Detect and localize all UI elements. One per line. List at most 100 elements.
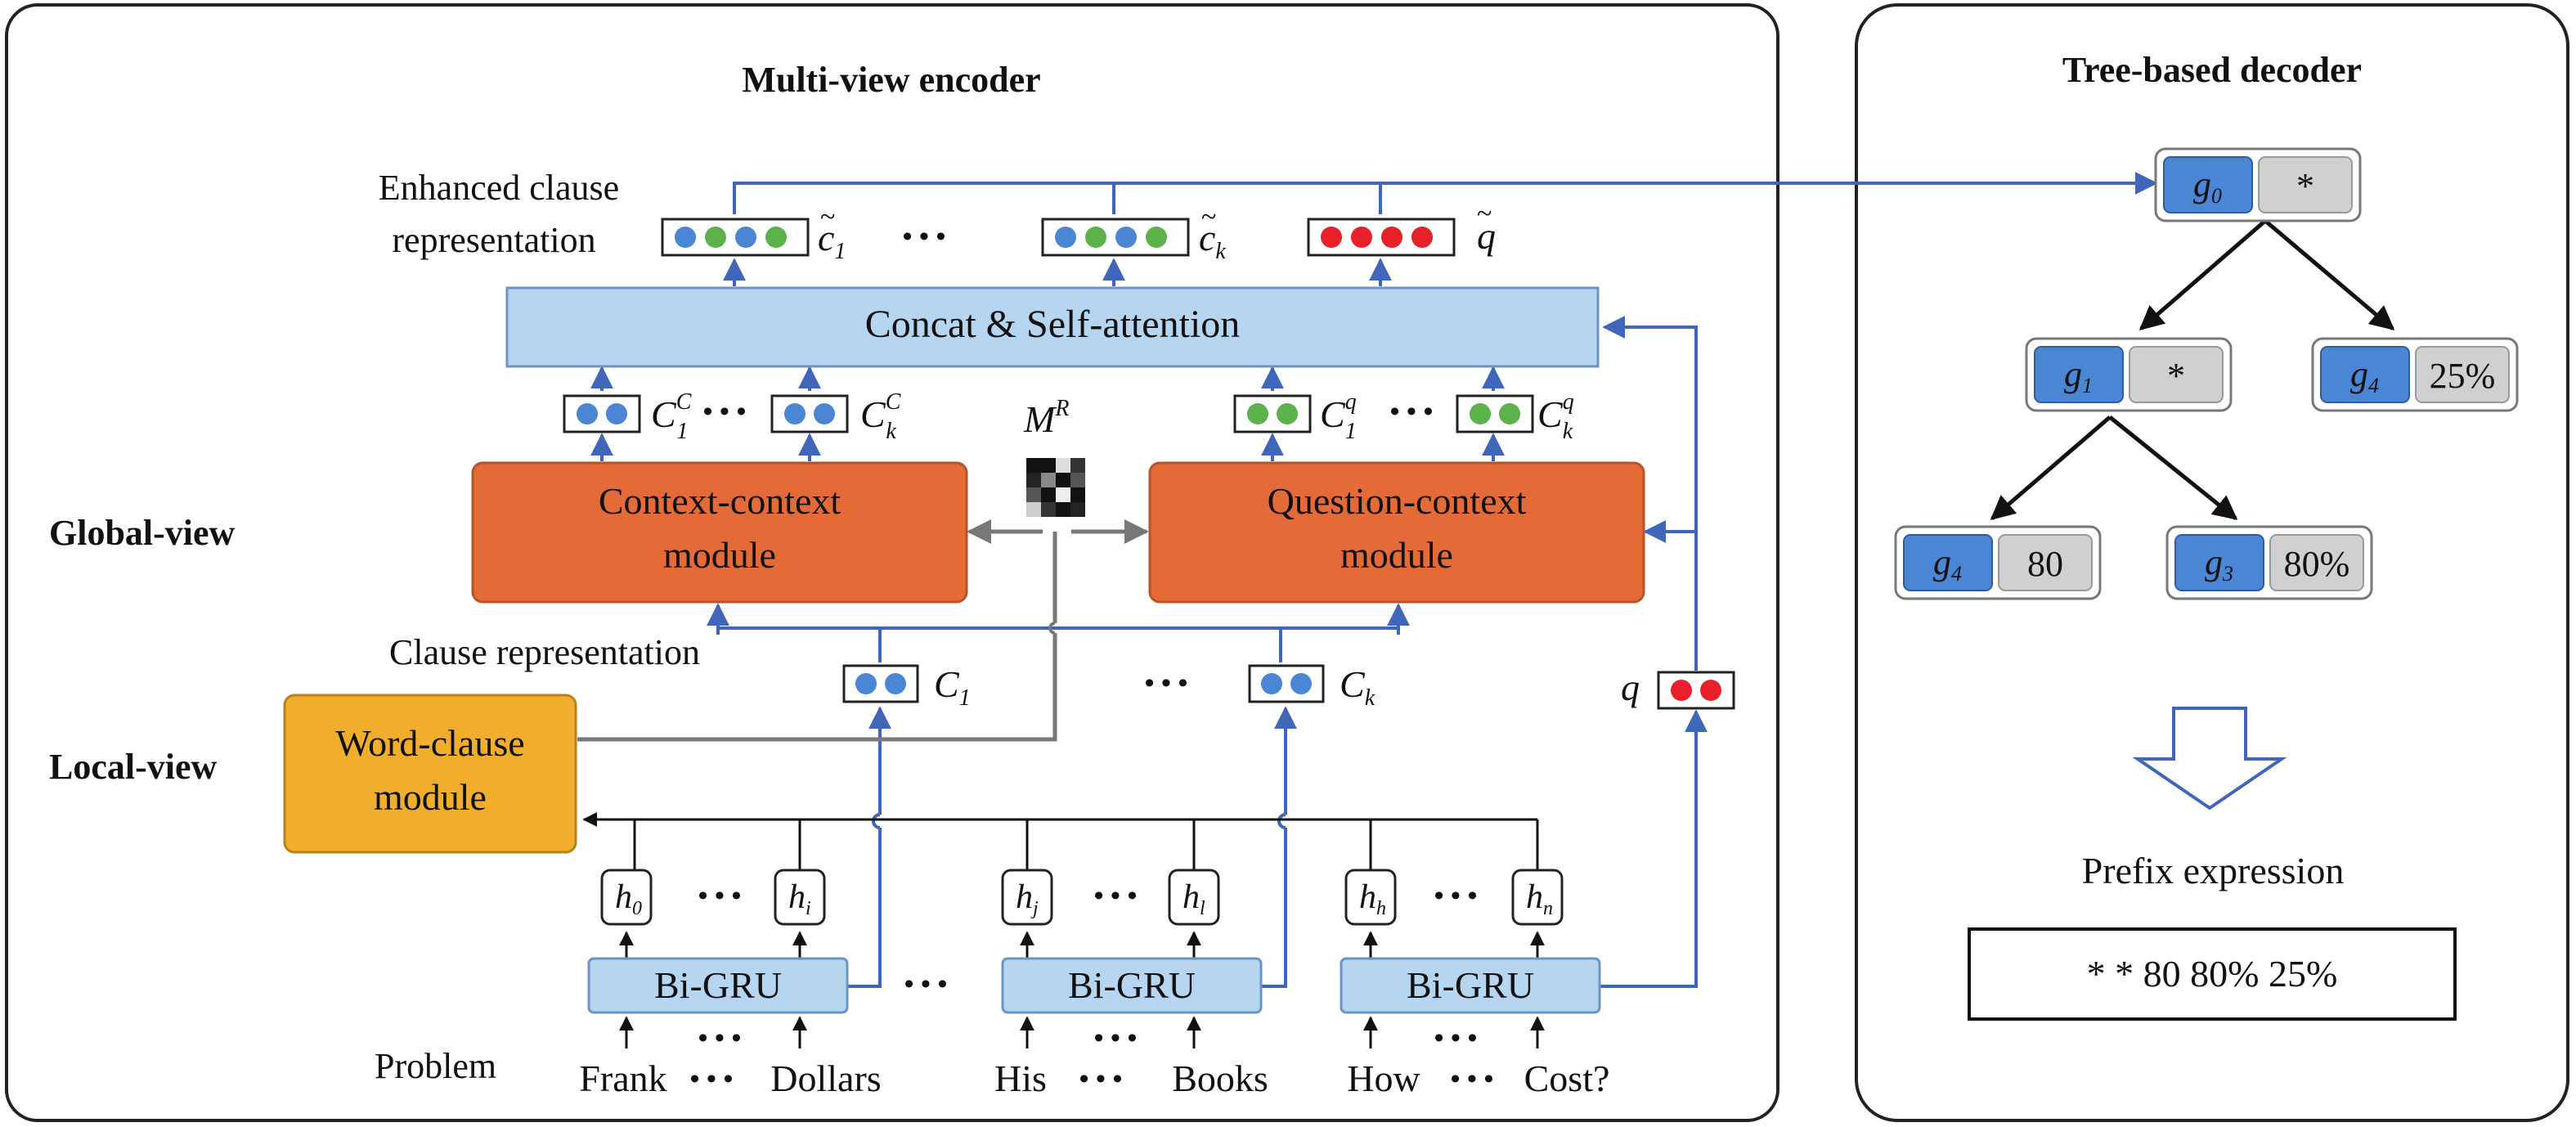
concat-self-attention-box	[505, 286, 1600, 368]
vector-enhanced-ck	[1041, 218, 1190, 257]
word-dollars: Dollars	[770, 1057, 881, 1099]
ellipsis-clause: • • •	[1145, 668, 1188, 698]
bigru-box-3	[1340, 957, 1601, 1014]
vector-cqk	[1456, 394, 1534, 433]
word-his: His	[994, 1057, 1047, 1099]
tree-node-value-0: *	[2296, 166, 2314, 206]
prefix-expression-label: Prefix expression	[2082, 850, 2345, 891]
vector-cq1	[1233, 394, 1312, 433]
tilde-mark-ck: ~	[1201, 202, 1216, 232]
vector-ck	[1248, 664, 1325, 703]
global-view-label: Global-view	[49, 513, 236, 553]
encoder-title: Multi-view encoder	[742, 60, 1040, 100]
problem-label: Problem	[375, 1046, 496, 1086]
label-q: q	[1621, 667, 1640, 708]
tree-node-value-4: 80%	[2284, 544, 2350, 584]
tilde-mark-c1: ~	[820, 202, 835, 232]
qc-module-line2: module	[1340, 534, 1453, 576]
ellipsis-hidden-3: • • •	[1434, 881, 1478, 911]
tree-node-0: g0 *	[2154, 147, 2362, 222]
vector-c1	[842, 664, 919, 703]
qc-module-line1: Question-context	[1268, 480, 1527, 522]
blue-connectors	[590, 172, 2158, 988]
hidden-state-bus	[582, 812, 1545, 1048]
hidden-state-0: h0	[600, 869, 653, 926]
bigru-label-3: Bi-GRU	[1407, 964, 1534, 1006]
decoder-panel	[1855, 3, 2569, 1122]
word-frank: Frank	[579, 1057, 666, 1099]
ellipsis-bigru-1: • • •	[904, 969, 948, 999]
hidden-state-4: hh	[1344, 869, 1397, 926]
tree-node-1: g1 *	[2025, 337, 2233, 412]
tree-node-symbol-4: g3	[2205, 542, 2233, 586]
down-arrow-icon	[2132, 707, 2287, 810]
hidden-state-label-5: hn	[1526, 878, 1553, 919]
label-tilde-c1: c1	[818, 217, 846, 264]
hidden-state-label-3: hl	[1183, 878, 1205, 919]
mask-label: MR	[1023, 396, 1069, 440]
hidden-state-1: hi	[774, 869, 826, 926]
bigru-label-2: Bi-GRU	[1068, 964, 1196, 1006]
hidden-state-3: hl	[1168, 869, 1220, 926]
encoder-panel	[5, 3, 1779, 1122]
ellipsis-cc: • • •	[703, 397, 747, 427]
tree-node-4: g3 80%	[2165, 525, 2373, 600]
vector-cck	[770, 394, 849, 433]
hidden-state-label-2: hj	[1016, 878, 1039, 919]
hidden-state-5: hn	[1511, 869, 1564, 926]
question-context-module	[1148, 461, 1645, 604]
label-tilde-q: q	[1477, 215, 1496, 257]
ellipsis-words-1b: • • •	[690, 1064, 734, 1094]
enhanced-label-line2: representation	[392, 220, 595, 260]
vector-cc1	[563, 394, 641, 433]
ellipsis-words-2b: • • •	[1079, 1064, 1123, 1094]
tree-node-value-3: 80	[2027, 544, 2063, 584]
word-clause-module	[283, 694, 577, 854]
tree-node-value-2: 25%	[2430, 356, 2496, 396]
label-tilde-ck: ck	[1199, 217, 1226, 264]
ellipsis-cq: • • •	[1390, 397, 1434, 427]
tree-node-symbol-1: g1	[2064, 354, 2093, 397]
prefix-expression-value: * * 80 80% 25%	[2087, 953, 2338, 995]
cc-module-line2: module	[663, 534, 776, 576]
hidden-state-2: hj	[1001, 869, 1053, 926]
tree-node-symbol-0: g0	[2193, 164, 2222, 208]
hidden-state-label-4: hh	[1359, 878, 1386, 919]
ellipsis-hidden-2: • • •	[1094, 881, 1138, 911]
vector-enhanced-c1	[661, 218, 810, 257]
tree-node-symbol-3: g4	[1933, 542, 1962, 586]
tilde-mark-q: ~	[1477, 199, 1492, 229]
gray-connectors	[577, 519, 1149, 742]
vector-q	[1657, 671, 1735, 710]
label-c1: C1	[934, 663, 971, 711]
ellipsis-words-2: • • •	[1094, 1023, 1138, 1053]
bigru-box-1	[587, 957, 849, 1014]
enhanced-label-line1: Enhanced clause	[379, 168, 619, 208]
context-context-module	[471, 461, 968, 604]
hidden-state-label-0: h0	[615, 878, 642, 919]
label-ck: Ck	[1340, 663, 1376, 711]
word-how: How	[1347, 1057, 1420, 1099]
mask-matrix-icon	[1026, 458, 1085, 517]
word-cost: Cost?	[1524, 1057, 1610, 1099]
cc-module-line1: Context-context	[599, 480, 841, 522]
wc-module-line2: module	[374, 776, 487, 818]
hidden-state-label-1: hi	[788, 878, 811, 919]
ellipsis-words-3b: • • •	[1451, 1064, 1494, 1094]
word-books: Books	[1172, 1057, 1268, 1099]
concat-self-attention-label: Concat & Self-attention	[865, 303, 1241, 346]
wc-module-line1: Word-clause	[335, 722, 524, 764]
prefix-expression-box	[1968, 927, 2457, 1021]
tree-edges	[1990, 219, 2395, 520]
tree-node-value-1: *	[2167, 356, 2185, 396]
local-view-label: Local-view	[49, 747, 218, 787]
bigru-box-2	[1001, 957, 1263, 1014]
decoder-title: Tree-based decoder	[2062, 50, 2362, 90]
